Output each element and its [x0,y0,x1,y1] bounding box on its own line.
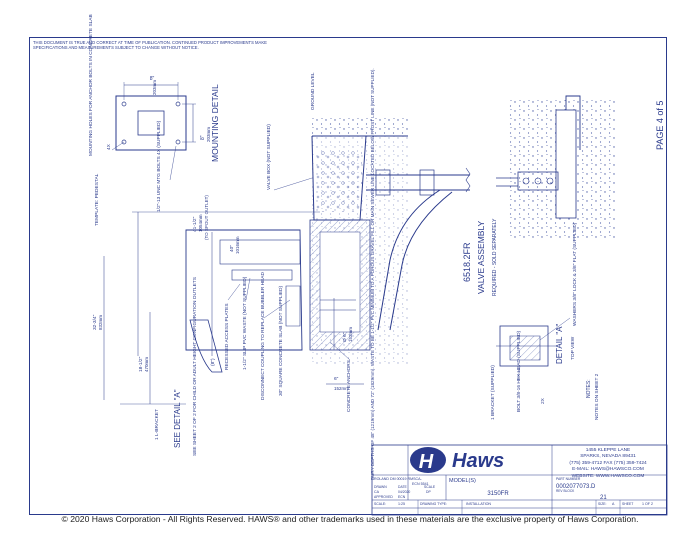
detail-a: DETAIL "A" TOP VIEW WASHERS 3/8" LOCK & … [490,222,600,420]
washers-label: WASHERS 3/8" LOCK & 3/8" FLAT (SUPPLIED) [572,222,578,326]
copyright-footer: © 2020 Haws Corporation - All Rights Res… [61,514,639,524]
dim-18-label: 18-1/2" [138,356,144,372]
notes-body: NOTES ON SHEET 2 [594,373,600,420]
dim-6-label: 6" [334,376,339,382]
recessed-plates-label: RECESSED ACCESS PLATES [224,303,230,370]
address-line: E-MAIL: HAWS@HAWSCO.COM [572,467,644,473]
dim-203-top: 203mm [152,80,157,95]
valve-assembly-title: VALVE ASSEMBLY [476,220,486,294]
detail-bracket-label: 1 BRACKET (SUPPLIED) [490,365,496,420]
tb-drawn-label: DRAWN [374,485,387,489]
mounting-template-center [137,110,165,136]
mounting-holes-note: MOUNTING HOLES FOR ANCHOR BOLTS IN CONCR… [88,14,94,156]
size-value: A [612,502,615,506]
concrete-anchors-label: CONCRETE ANCHORS [346,360,352,412]
tb-scale2-label: SCALE [424,485,436,489]
dim-6-mm: 152mm [334,386,349,391]
mounting-hole [121,139,127,145]
haws-logo-mark [410,447,446,473]
dim-32-label: 32-3/4" [92,314,98,330]
detail-a-title: DETAIL "A" [555,323,564,364]
l-bracket-label: 1 L-BRACKET [154,409,160,440]
part-number: 0002077073.D [556,484,596,490]
model-label: MODEL(S) [449,478,476,484]
dim-41-mm: 1054mm [198,214,203,232]
valve-assembly-part: 6518.2FR [462,242,472,282]
address-line: SPARKS, NEVADA 89431 [580,454,636,460]
tb-approved: ECN [398,495,406,499]
dim-40-mm: 1016mm [235,236,240,254]
slab-label: 30" SQUARE CONCRETE SLAB (NOT SUPPLIED) [278,285,284,396]
model-value: 3150FR [487,491,509,497]
mounting-holes-qty: 4X [106,143,112,150]
valve-assembly-note: REQUIRED - SOLD SEPARATELY [492,218,498,296]
mtg-bolts-label: 1/2"-13 UNC MTG BOLTS 4X (SUPPLIED) [156,120,162,212]
dia-6-mm: 152mm [348,327,353,342]
detail-a-view: TOP VIEW [570,336,576,360]
mounting-detail-title: MOUNTING DETAIL [210,84,220,162]
dim-41-label: 41-1/2" [192,216,198,232]
drawing-type: INSTALLATION [466,502,491,506]
haws-logo-text: Haws [452,450,504,472]
tb-drawn: CA [374,490,380,494]
mounting-hole [175,101,181,107]
rev-value: 21 [600,495,607,501]
sheet-label: SHEET [622,502,633,506]
tb-date: 04/2020 [398,490,410,494]
tb-row2: ECN 5541 [412,482,429,486]
tb-approved-label: APPROVED [374,495,393,499]
mounting-hole [175,139,181,145]
sheet-value: 1 OF 2 [642,502,653,506]
dim-203-side: 203mm [206,127,211,142]
rev-label: REV BLOCK [556,489,575,493]
tb-date-label: DATE [398,485,408,489]
bolt-label: BOLT 3/8-16 HEX HEAD (SUPPLIED) [516,330,522,412]
detail-a-bracket [509,335,541,361]
address-line: (775) 359-4712 FAX (775) 359-7424 [569,460,647,466]
address-line: WEBSITE: WWW.HAWSCO.COM [571,473,645,479]
template-label: TEMPLATE: PEDESTAL [94,173,100,226]
address-line: 1455 KLEPPE LANE [585,448,631,453]
scale-label: SCALE: [374,502,386,506]
dim-40-label: 40" [229,245,235,252]
dim-41-note: (TO SPOUT OUTLET) [204,195,209,240]
size-label: SIZE: [598,502,607,506]
svg-text:H: H [419,451,434,473]
title-block: H Haws ROLAND DM 00019 RMSCA- ECN 5541 D… [371,444,668,516]
notes-label: NOTES: [586,379,592,398]
mounting-detail: 8" 203mm 8" 203mm MOUNTING HOLES FOR ANC… [88,14,220,226]
soil [312,118,408,136]
tb-scale2: DP [426,490,431,494]
elevation-view: GROUND LEVEL VALVE BOX (NOT SUPPLIED) 41… [92,68,471,480]
dim-8-side: 8" [200,135,206,140]
drawing-type-label: DRAWING TYPE: [420,502,447,506]
dim-8-top: 8" [150,76,155,82]
mounting-template-outline [115,95,187,151]
waste-pipe [231,269,293,281]
disclaimer-text: THIS DOCUMENT IS TRUE AND CORRECT AT TIM… [33,40,267,50]
pedestal-outline [185,229,303,351]
waste-label: 1-1/2" SLIP PVC WASTE (NOT SUPPLIED) [242,276,248,370]
valve-body [517,171,559,191]
dim-8-label: (8") [210,358,216,366]
dim-32-mm: 832mm [98,315,103,330]
mounting-hole [121,101,127,107]
tb-row1: ROLAND DM 00019 RMSCA- [374,477,423,481]
scale-value: 1:25 [398,502,405,506]
ground-level-label: GROUND LEVEL [310,72,316,110]
see-sheet-note: SEE SHEET 2 OF 2 FOR CHILD OR ADULT HEIG… [192,277,198,456]
valve-box-label: VALVE BOX (NOT SUPPLIED) [266,124,272,190]
see-detail-a-label: SEE DETAIL "A" [173,389,182,448]
dia-6-label: Ø 6" [342,332,348,342]
bury-depth-note: BURY DEPTHS OF 48" (1219mm) AND 72" (182… [370,68,375,480]
bubbler-head [189,319,223,373]
part-number-label: PART NUMBER [556,477,581,481]
coupling-label: DISCONNECT COUPLING TO REPLACE BUBBLER H… [260,272,266,400]
detail-qty-label: 2X [540,397,546,404]
drawing-border [29,37,667,515]
company-address: 1455 KLEPPE LANE SPARKS, NEVADA 89431 (7… [553,448,663,480]
dim-18-mm: 470mm [144,357,149,372]
valve-assembly: 6518.2FR VALVE ASSEMBLY REQUIRED - SOLD … [462,95,616,296]
